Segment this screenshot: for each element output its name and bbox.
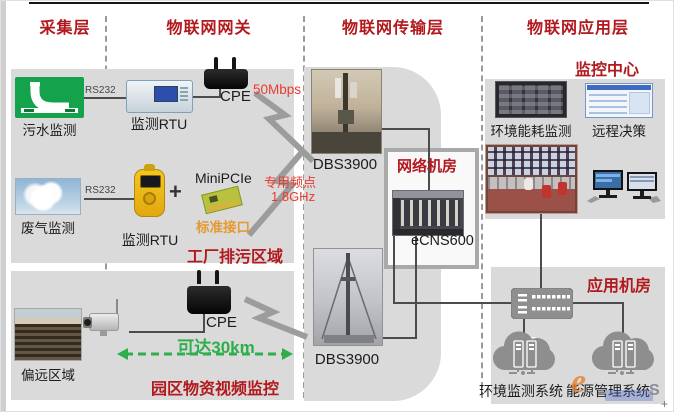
switch-icon xyxy=(511,288,573,319)
layer-title-application: 物联网应用层 xyxy=(526,20,629,37)
remote-decision-label: 远程决策 xyxy=(592,124,646,139)
gas-detector-device xyxy=(134,164,165,217)
cpe-antenna xyxy=(232,57,236,71)
detector-top xyxy=(144,164,155,171)
cpe1-label: CPE xyxy=(220,88,251,105)
rs232-label-bottom: RS232 xyxy=(85,185,116,196)
cpe-body xyxy=(204,69,248,89)
cloud-server-icon xyxy=(493,326,555,378)
ecns-base xyxy=(393,229,463,235)
sewage-label: 污水监测 xyxy=(22,123,77,138)
sky-smoke-photo xyxy=(15,178,81,215)
screenshot-sidebar xyxy=(628,92,650,114)
watermark-suffix: S xyxy=(649,382,660,399)
plus-sign: + xyxy=(169,179,182,204)
left-frame-band xyxy=(1,1,6,411)
camera-icon xyxy=(83,299,129,339)
ecns-label: eCNS600 xyxy=(411,233,474,249)
bts-rooftop-photo xyxy=(311,69,382,154)
camera-antenna xyxy=(116,299,118,314)
board-chip xyxy=(208,195,219,203)
ecns-equipment-photo xyxy=(392,190,464,236)
rtu-screen xyxy=(154,86,178,102)
gas-label: 废气监测 xyxy=(21,221,75,236)
dual-monitors-icon xyxy=(587,170,661,204)
cpe-body xyxy=(187,286,231,314)
software-screenshot xyxy=(585,83,653,118)
factory-zone-label: 工厂排污区域 xyxy=(187,249,284,266)
control-room-chair xyxy=(542,185,551,198)
control-room-operator xyxy=(524,178,533,190)
park-zone-label: 园区物资视频监控 xyxy=(151,381,280,398)
top-black-line xyxy=(29,2,649,4)
server-rack-photo xyxy=(495,81,567,118)
layer-title-transport: 物联网传输层 xyxy=(341,20,444,37)
standard-if-label: 标准接口 xyxy=(196,220,250,235)
camera-foot xyxy=(100,331,107,336)
cursor-plus: + xyxy=(661,397,669,411)
rate-label: 50Mbps xyxy=(253,82,302,97)
network-room-title: 网络机房 xyxy=(397,158,458,175)
layer-title-gateway: 物联网网关 xyxy=(166,20,252,37)
bts-tower-photo xyxy=(313,248,383,346)
cpe-antenna xyxy=(215,270,219,284)
app-room-title: 应用机房 xyxy=(587,278,652,295)
control-room-floor xyxy=(488,189,575,211)
control-room-screen-wall xyxy=(488,147,575,175)
detector-button xyxy=(143,192,156,205)
cloud-server-icon xyxy=(592,326,654,378)
cpe-device-icon xyxy=(187,270,231,314)
ecns-top-face xyxy=(393,191,463,198)
sewage-pipe-icon xyxy=(15,77,84,118)
screenshot-content xyxy=(589,93,628,114)
cpe2-label: CPE xyxy=(206,314,237,331)
watermark-highlight xyxy=(605,390,653,401)
camera-lens xyxy=(83,317,92,328)
screenshot-titlebar xyxy=(587,85,651,90)
detector-screen xyxy=(140,175,161,188)
rack-modules xyxy=(499,85,563,114)
lumber-photo xyxy=(14,308,82,361)
minipcie-label: MiniPCIe xyxy=(195,170,252,186)
rtu-device-photo xyxy=(126,80,193,113)
monitor-center-title: 监控中心 xyxy=(575,62,640,79)
freq-label-1: 专用频点 xyxy=(264,175,317,190)
watermark-logo: e xyxy=(571,363,587,400)
rtu-ports xyxy=(180,87,188,89)
camera-body xyxy=(89,313,119,331)
bts-top-label: DBS3900 xyxy=(312,156,378,173)
control-room-chair xyxy=(558,182,567,195)
freq-label-2: 1.8GHz xyxy=(271,189,316,204)
ecns-cards xyxy=(401,200,460,226)
cpe-device-icon xyxy=(204,57,248,89)
rtu2-label: 监测RTU xyxy=(121,232,179,248)
energy-system-label: 能源管理系统 xyxy=(566,383,650,399)
bts-bottom-label: DBS3900 xyxy=(314,351,380,368)
rtu1-label: 监测RTU xyxy=(130,116,188,132)
rs232-label-top: RS232 xyxy=(85,85,116,96)
ecns-side-face xyxy=(393,198,400,229)
column-divider-3 xyxy=(481,16,483,398)
range-label: 可达30km xyxy=(177,338,255,357)
control-room-photo xyxy=(485,144,578,214)
layer-title-collection: 采集层 xyxy=(39,20,91,37)
env-system-label: 环境监测系统 xyxy=(479,383,563,399)
energy-monitor-label: 环境能耗监测 xyxy=(490,124,572,139)
cpe-antenna xyxy=(214,57,218,71)
cpe-antenna xyxy=(197,270,201,284)
remote-area-label: 偏远区域 xyxy=(21,368,75,383)
